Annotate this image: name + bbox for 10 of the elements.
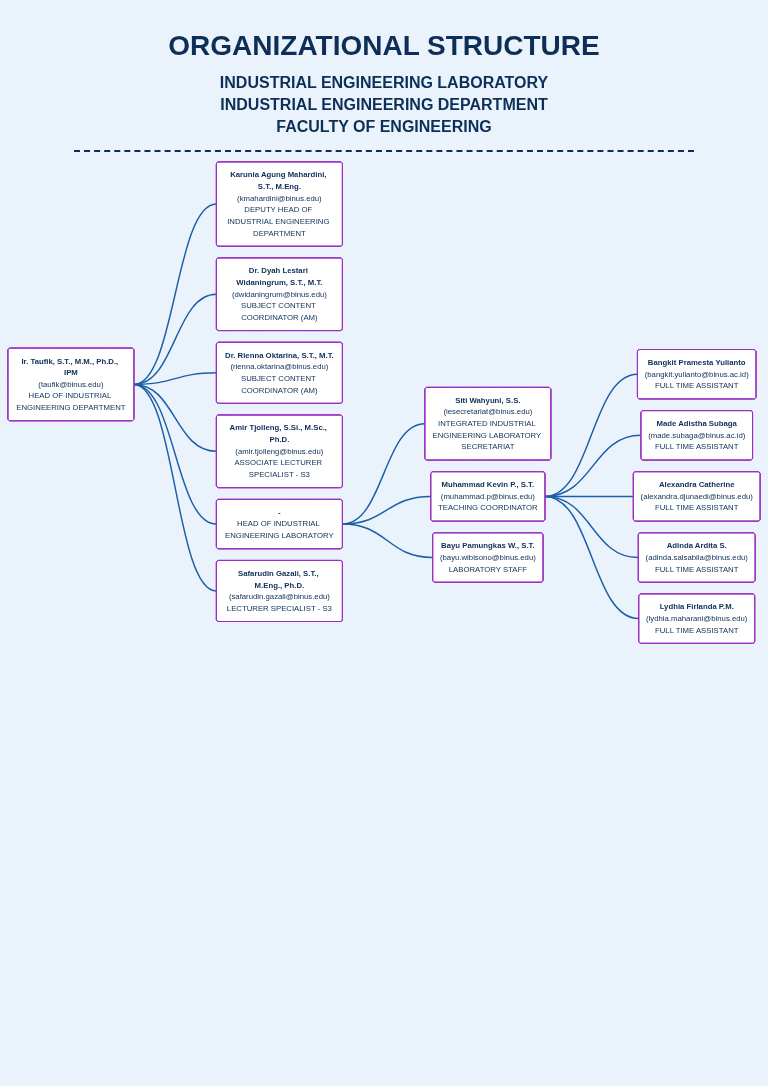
connector	[341, 523, 434, 559]
connector	[544, 434, 642, 498]
connector	[133, 383, 218, 592]
subtitle: INDUSTRIAL ENGINEERING LABORATORY	[219, 74, 549, 92]
connector	[133, 293, 218, 386]
connector	[544, 495, 640, 620]
subtitle: FACULTY OF ENGINEERING	[276, 118, 492, 136]
connector	[133, 203, 218, 386]
subtitle: INDUSTRIAL ENGINEERING DEPARTMENT	[220, 96, 548, 114]
title: ORGANIZATIONAL STRUCTURE	[168, 30, 600, 62]
